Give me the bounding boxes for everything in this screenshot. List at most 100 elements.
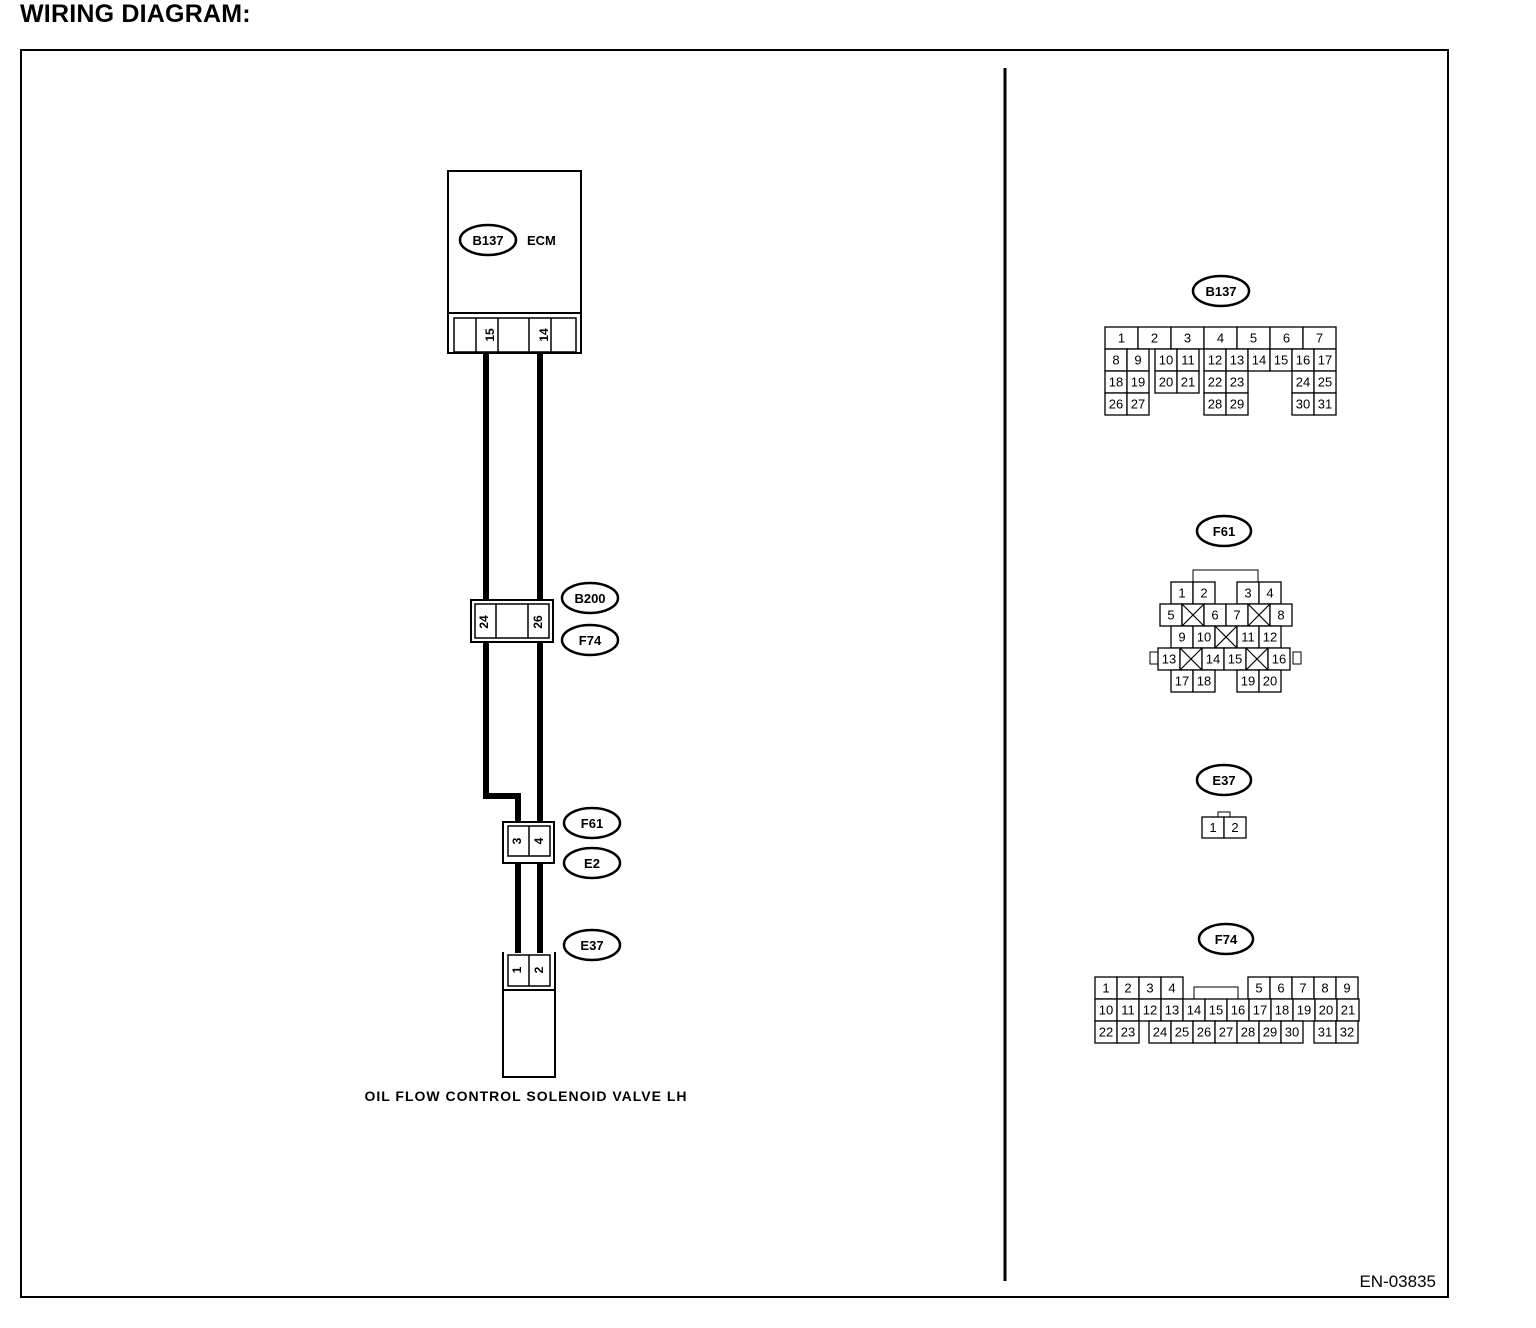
f61-pin-7: 7 (1233, 608, 1240, 623)
b137-pin-14: 14 (1252, 353, 1266, 368)
b137-pin-29: 29 (1230, 397, 1244, 412)
b137-pin-21-cell (1176, 370, 1200, 394)
f74-pin-1: 1 (1102, 981, 1109, 996)
f74-pin-15: 15 (1209, 1003, 1223, 1018)
f74-pin-32: 32 (1340, 1025, 1354, 1040)
f74-pin-20: 20 (1319, 1003, 1333, 1018)
b137-pin-15: 15 (1274, 353, 1288, 368)
b137-pin-28: 28 (1208, 397, 1222, 412)
f61-tag: F61 (1213, 524, 1235, 539)
ecm-unit: B137 ECM 15 14 (447, 170, 582, 354)
f61-pin-3: 3 (1244, 586, 1251, 601)
f74-pin-14: 14 (1187, 1003, 1201, 1018)
connector-tag-b200: B200 (574, 591, 605, 606)
f61-pin-16: 16 (1272, 652, 1286, 667)
f74-pin-18: 18 (1275, 1003, 1289, 1018)
b137-tag: B137 (1205, 284, 1236, 299)
joint-connector-f61-e2: 3 4 F61 E2 (502, 806, 622, 880)
b137-pin-24: 24 (1296, 375, 1310, 390)
f74-pin-10: 10 (1099, 1003, 1113, 1018)
b137-pin-2: 2 (1151, 331, 1158, 346)
b137-pin-11: 11 (1181, 353, 1195, 368)
f74-pin-3: 3 (1146, 981, 1153, 996)
f74-pin-31: 31 (1318, 1025, 1332, 1040)
f74-pin-23: 23 (1121, 1025, 1135, 1040)
b137-pin-18: 18 (1109, 375, 1123, 390)
b137-pin-23: 23 (1230, 375, 1244, 390)
f74-pin-12: 12 (1143, 1003, 1157, 1018)
f61-pin-12: 12 (1263, 630, 1277, 645)
blank-pin-cross (1179, 647, 1203, 671)
b137-pin-26: 26 (1109, 397, 1123, 412)
b137-pin-30: 30 (1296, 397, 1310, 412)
b137-pin-27-cell (1126, 392, 1150, 416)
b137-pin-20: 20 (1159, 375, 1173, 390)
e37-pin-2-cell (1223, 816, 1247, 839)
ecm-pin-14: 14 (537, 328, 551, 342)
connector-tag-e2: E2 (584, 856, 600, 871)
f74-pin-5: 5 (1255, 981, 1262, 996)
f74-pin-6: 6 (1277, 981, 1284, 996)
f61-pin-17: 17 (1175, 674, 1189, 689)
f74-pin-19: 19 (1297, 1003, 1311, 1018)
f61-pin-5: 5 (1167, 608, 1174, 623)
b137-pin-7: 7 (1316, 331, 1323, 346)
b137-pin-10: 10 (1159, 353, 1173, 368)
joint-pin-24: 24 (477, 615, 491, 629)
f74-pin-13: 13 (1165, 1003, 1179, 1018)
ecm-label: ECM (527, 233, 556, 248)
b137-pin-1: 1 (1118, 331, 1125, 346)
f74-pin-17: 17 (1253, 1003, 1267, 1018)
f74-pin-2: 2 (1124, 981, 1131, 996)
joint-connector-b200-f74: 24 26 B200 F74 (470, 581, 620, 657)
b137-pin-19: 19 (1131, 375, 1145, 390)
f74-pin-25: 25 (1175, 1025, 1189, 1040)
f61-pin-4: 4 (1266, 586, 1273, 601)
f61-pin-15: 15 (1228, 652, 1242, 667)
b137-pin-22: 22 (1208, 375, 1222, 390)
blank-pin-cross (1181, 603, 1205, 627)
f74-pin-21: 21 (1341, 1003, 1355, 1018)
f61-pin-11: 11 (1241, 630, 1255, 645)
f74-pin-16: 16 (1231, 1003, 1245, 1018)
blank-pin-cross (1247, 603, 1271, 627)
blank-pin-cross (1245, 647, 1269, 671)
f74-pin-4: 4 (1168, 981, 1175, 996)
e37-pin-1: 1 (1209, 820, 1216, 835)
joint2-pin-4: 4 (532, 837, 546, 844)
f74-pin-7: 7 (1299, 981, 1306, 996)
page-title: WIRING DIAGRAM: (20, 0, 251, 28)
b137-pin-6: 6 (1283, 331, 1290, 346)
connector-tag-e37: E37 (580, 938, 603, 953)
ecm-pin-15: 15 (483, 328, 497, 342)
f61-pin-13: 13 (1162, 652, 1176, 667)
wires (483, 353, 543, 953)
f74-pin-28: 28 (1241, 1025, 1255, 1040)
b137-pin-27: 27 (1131, 397, 1145, 412)
f61-pin-10: 10 (1197, 630, 1211, 645)
f61-pin-2: 2 (1200, 586, 1207, 601)
b137-pin-25: 25 (1318, 375, 1332, 390)
ecm-connector-label: B137 (472, 233, 503, 248)
b137-pin-12: 12 (1208, 353, 1222, 368)
wire-pin15-lower (483, 641, 521, 824)
f61-pin-9: 9 (1178, 630, 1185, 645)
b137-pin-9: 9 (1134, 353, 1141, 368)
joint-pin-26: 26 (531, 615, 545, 629)
e37-pin-2: 2 (1231, 820, 1238, 835)
f74-pin-26: 26 (1197, 1025, 1211, 1040)
f61-pin-18-cell (1192, 669, 1216, 693)
e37-tag: E37 (1212, 773, 1235, 788)
f74-pin-11: 11 (1121, 1003, 1135, 1018)
f74-pin-8: 8 (1321, 981, 1328, 996)
f61-pin-20: 20 (1263, 674, 1277, 689)
f61-pin-14: 14 (1206, 652, 1220, 667)
f74-pin-24: 24 (1153, 1025, 1167, 1040)
f74-pin-29: 29 (1263, 1025, 1277, 1040)
